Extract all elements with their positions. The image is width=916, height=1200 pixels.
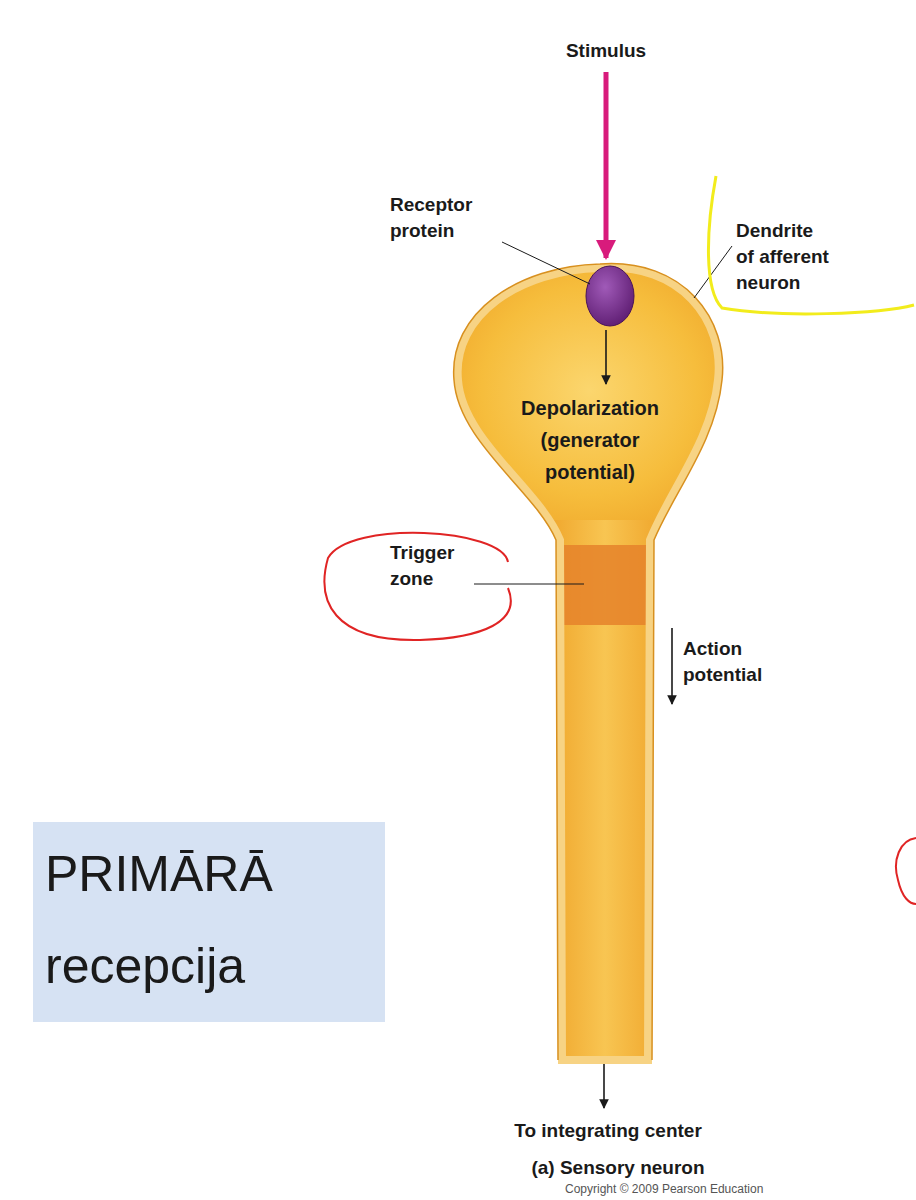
leader-line — [502, 242, 590, 284]
signal-label: Action potential — [683, 636, 793, 688]
depolarization-arrow — [605, 330, 607, 384]
highlight-mark — [896, 838, 916, 904]
copyright-note: Copyright © 2009 Pearson Education — [565, 1181, 905, 1197]
output-label: To integrating center — [458, 1118, 758, 1144]
part-label: Receptor protein — [390, 192, 530, 244]
figure-label: (a) Sensory neuron — [468, 1155, 768, 1181]
receptor-protein — [586, 266, 634, 326]
action-potential-arrow — [671, 628, 673, 704]
stimulus-arrow — [604, 72, 609, 258]
part-label: Trigger zone — [390, 540, 480, 592]
output-arrow — [603, 1064, 605, 1108]
part-label: Dendrite of afferent neuron — [736, 218, 833, 296]
node-text: PRIMĀRĀ recepcija — [45, 828, 373, 1012]
node-text: Depolarization (generator potential) — [511, 392, 669, 488]
info-box: PRIMĀRĀ recepcija — [33, 822, 385, 1022]
highlight-mark — [708, 176, 914, 314]
leader-line — [474, 584, 584, 585]
membrane-outline — [454, 264, 723, 1060]
stimulus-label: Stimulus — [550, 38, 662, 64]
generator-potential-zone: Depolarization (generator potential) — [505, 392, 675, 492]
highlight-mark — [324, 533, 510, 640]
cell-membrane — [458, 268, 719, 1060]
